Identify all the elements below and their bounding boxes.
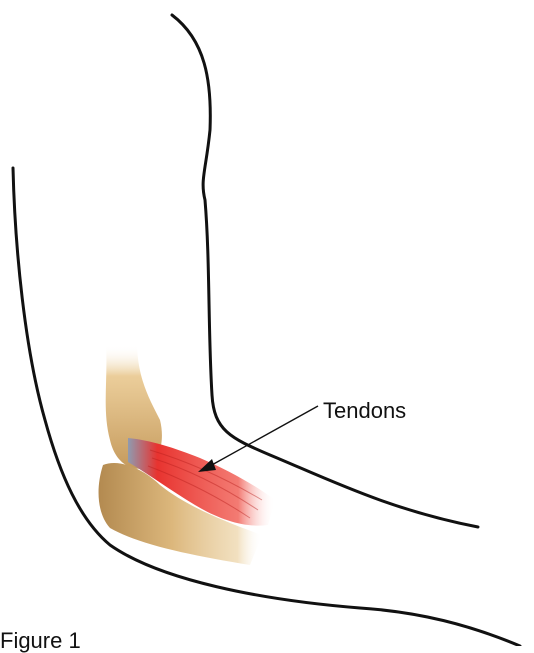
tendons-label: Tendons (323, 398, 406, 424)
figure-caption: Figure 1 (0, 630, 81, 652)
pointer-line (210, 406, 318, 466)
arm-outline-inner (172, 15, 478, 527)
arm-outline-outer (13, 168, 520, 646)
